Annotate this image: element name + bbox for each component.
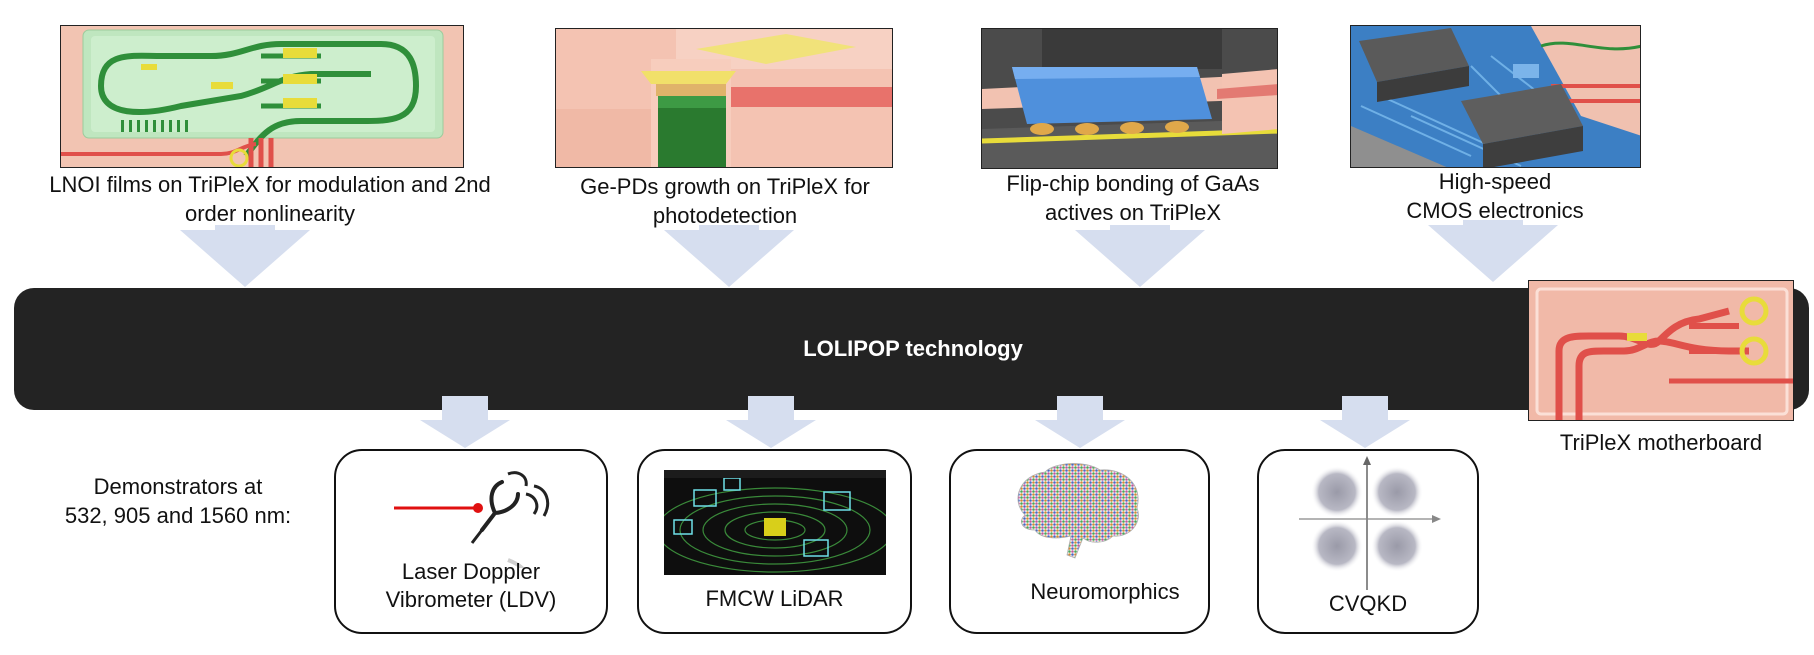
arrow-down-lnoi xyxy=(180,225,310,287)
arrow-down-ge-pd xyxy=(664,225,794,287)
lidar-point-cloud-image xyxy=(664,470,886,575)
demonstrators-intro: Demonstrators at 532, 905 and 1560 nm: xyxy=(64,474,292,528)
ldv-label: Laser Doppler Vibrometer (LDV) xyxy=(385,559,557,612)
cvqkd-demonstrator-box xyxy=(1257,449,1479,634)
cvqkd-label: CVQKD xyxy=(1328,591,1408,616)
lolipop-technology-label: LOLIPOP technology xyxy=(803,336,1023,361)
arrow-down-neuromorphics xyxy=(1035,396,1125,448)
lnoi-chip-image xyxy=(60,25,464,168)
ge-pd-image xyxy=(555,28,893,168)
caption-flip-chip: Flip-chip bonding of GaAs actives on Tri… xyxy=(1006,171,1260,225)
cmos-image xyxy=(1350,25,1641,168)
arrow-down-ldv xyxy=(420,396,510,448)
triplex-motherboard-image xyxy=(1528,280,1794,421)
ldv-demonstrator-box xyxy=(334,449,608,634)
arrow-down-cvqkd xyxy=(1320,396,1410,448)
constellation-diagram-icon xyxy=(1299,456,1441,590)
lidar-label: FMCW LiDAR xyxy=(705,586,844,611)
triplex-motherboard-label: TriPleX motherboard xyxy=(1559,430,1763,455)
tuning-fork-icon xyxy=(394,471,550,568)
brain-icon xyxy=(1017,463,1139,559)
caption-ge-pd: Ge-PDs growth on TriPleX for photodetect… xyxy=(580,174,870,228)
neuromorphics-label: Neuromorphics xyxy=(1030,579,1180,604)
caption-cmos: High-speed CMOS electronics xyxy=(1406,169,1584,223)
arrow-down-lidar xyxy=(726,396,816,448)
flip-chip-image xyxy=(981,28,1278,169)
arrow-down-cmos xyxy=(1428,220,1558,282)
lolipop-technology-bar xyxy=(14,288,1809,410)
arrow-down-flip-chip xyxy=(1075,225,1205,287)
caption-lnoi: LNOI films on TriPleX for modulation and… xyxy=(49,172,491,226)
